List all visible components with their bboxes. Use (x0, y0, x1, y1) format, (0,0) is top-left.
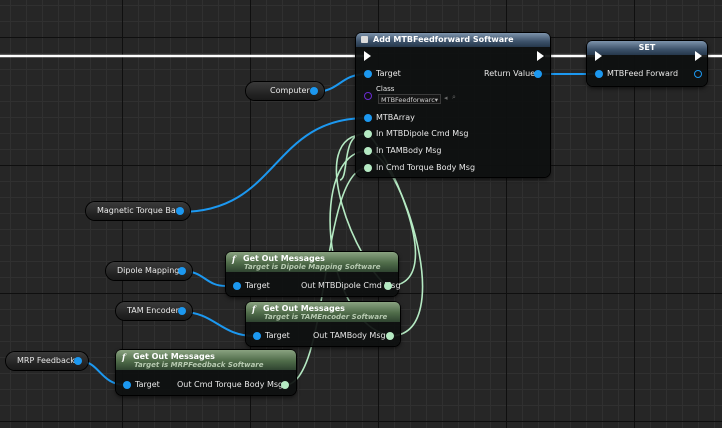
magnetic-torque-bar-label: Magnetic Torque Bar (97, 206, 180, 215)
chevron-down-icon: ▾ (434, 96, 438, 104)
tam-out-label: Out TAMBody Msg (313, 331, 386, 340)
class-label: Class (376, 85, 395, 93)
target-pin[interactable] (364, 70, 372, 78)
dipole-target-pin[interactable] (233, 282, 241, 290)
mrp-node-subtitle: Target is MRPFeedback Software (134, 361, 264, 369)
dipole-mapping-pin[interactable] (178, 267, 186, 275)
dipole-mapping-label: Dipole Mapping (117, 266, 180, 275)
mrp-out-pin[interactable] (281, 381, 289, 389)
get-out-messages-dipole-node[interactable]: f Get Out Messages Target is Dipole Mapp… (226, 252, 401, 296)
add-node-icon (361, 36, 368, 43)
set-exec-out-pin[interactable] (695, 51, 702, 61)
class-dropdown[interactable]: MTBFeedforwarc ▾ (378, 94, 441, 104)
exec-in-pin[interactable] (364, 51, 371, 61)
get-out-messages-tam-node[interactable]: f Get Out Messages Target is TAMEncoder … (246, 302, 400, 346)
class-pin[interactable] (364, 92, 372, 100)
set-output-pin[interactable] (694, 70, 702, 78)
dipole-node-header: f Get Out Messages Target is Dipole Mapp… (226, 252, 398, 272)
in-dipole-pin[interactable] (364, 130, 372, 138)
search-icon[interactable]: ⌕ (452, 93, 456, 101)
set-exec-in-pin[interactable] (595, 51, 602, 61)
dipole-target-label: Target (245, 281, 270, 290)
function-icon: f (122, 352, 126, 362)
set-mtb-feed-forward-label: MTBFeed Forward (607, 69, 679, 78)
return-value-label: Return Value (484, 69, 536, 78)
function-icon: f (252, 304, 256, 314)
computer-pin[interactable] (310, 87, 318, 95)
wire-mtb-array (179, 117, 368, 213)
in-dipole-label: In MTBDipole Cmd Msg (376, 129, 469, 138)
return-value-pin[interactable] (534, 70, 542, 78)
set-mtb-feed-forward-pin[interactable] (595, 70, 603, 78)
mrp-target-label: Target (135, 380, 160, 389)
tam-target-pin[interactable] (253, 332, 261, 340)
mtb-array-label: MTBArray (376, 113, 415, 122)
magnetic-torque-bar-pin[interactable] (176, 207, 184, 215)
tam-node-header: f Get Out Messages Target is TAMEncoder … (246, 302, 400, 322)
wire-tam-target (181, 311, 256, 337)
tam-encoder-variable[interactable]: TAM Encoder (116, 302, 192, 320)
mrp-feedback-variable[interactable]: MRP Feedback (6, 352, 88, 370)
node-header: Add MTBFeedforward Software (356, 33, 550, 47)
dipole-mapping-variable[interactable]: Dipole Mapping (106, 262, 192, 280)
mtb-array-pin[interactable] (364, 114, 372, 122)
dipole-node-subtitle: Target is Dipole Mapping Software (244, 263, 381, 271)
dipole-out-label: Out MTBDipole Cmd Msg (301, 281, 401, 290)
add-mtb-feedforward-node[interactable]: Add MTBFeedforward Software Target Retur… (356, 33, 550, 177)
in-cmd-pin[interactable] (364, 164, 372, 172)
mrp-target-pin[interactable] (123, 381, 131, 389)
function-icon: f (232, 254, 236, 264)
in-cmd-label: In Cmd Torque Body Msg (376, 163, 476, 172)
mrp-feedback-label: MRP Feedback (17, 356, 75, 365)
tam-out-pin[interactable] (386, 332, 394, 340)
tam-target-label: Target (265, 331, 290, 340)
mrp-feedback-pin[interactable] (74, 357, 82, 365)
dipole-node-title: Get Out Messages (243, 254, 325, 263)
set-node-header: SET (587, 41, 707, 55)
tam-node-title: Get Out Messages (263, 304, 345, 313)
tam-encoder-label: TAM Encoder (127, 306, 179, 315)
class-dropdown-value: MTBFeedforwarc (381, 96, 435, 104)
set-node-title: SET (638, 43, 656, 52)
in-tam-label: In TAMBody Msg (376, 146, 442, 155)
computer-variable[interactable]: Computer (246, 82, 324, 100)
target-label: Target (376, 69, 401, 78)
dipole-out-pin[interactable] (384, 282, 392, 290)
mrp-node-title: Get Out Messages (133, 352, 215, 361)
add-node-title: Add MTBFeedforward Software (373, 35, 514, 44)
computer-label: Computer (270, 86, 310, 95)
set-node[interactable]: SET MTBFeed Forward (587, 41, 707, 86)
mrp-out-label: Out Cmd Torque Body Msg (177, 380, 284, 389)
tam-node-subtitle: Target is TAMEncoder Software (264, 313, 388, 321)
mrp-node-header: f Get Out Messages Target is MRPFeedback… (116, 350, 296, 370)
magnetic-torque-bar-variable[interactable]: Magnetic Torque Bar (86, 202, 190, 220)
get-out-messages-mrp-node[interactable]: f Get Out Messages Target is MRPFeedback… (116, 350, 296, 395)
tam-encoder-pin[interactable] (178, 307, 186, 315)
exec-out-pin[interactable] (537, 51, 544, 61)
browse-icon[interactable]: ◂ (444, 94, 448, 102)
in-tam-pin[interactable] (364, 147, 372, 155)
